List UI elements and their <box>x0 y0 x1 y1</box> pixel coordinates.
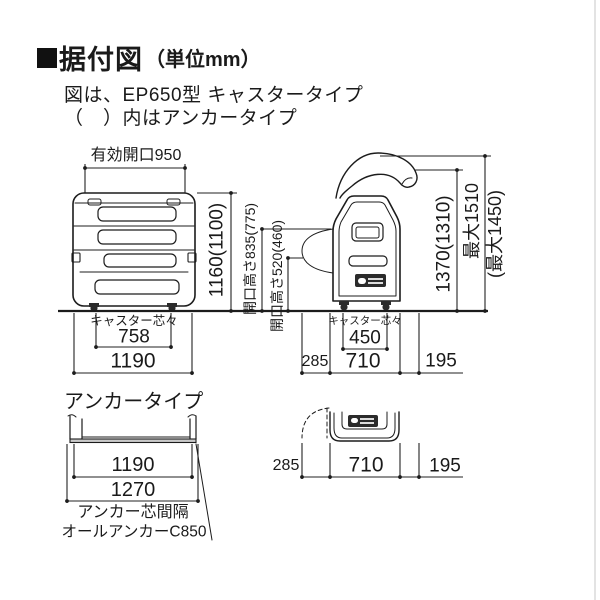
brand-badge <box>355 274 386 287</box>
anchor-dim-front-clearance: 285 <box>272 457 300 474</box>
anchor-front-dimensions <box>66 444 199 503</box>
anchor-dim-width-inner: 1190 <box>111 454 155 476</box>
anchor-side-ticks <box>300 475 421 479</box>
dim-overall-height: 1160(1100) <box>206 202 228 298</box>
dimension-lines-caster <box>73 155 491 375</box>
anchor-dim-rear-clearance: 195 <box>429 455 461 477</box>
anchor-note-line1: アンカー芯間隔 <box>77 504 189 521</box>
side-view-casters <box>339 301 391 311</box>
dim-caster-pitch-front: 758 <box>118 326 150 348</box>
anchor-side-brand-badge <box>348 415 378 427</box>
caption-line1: 図は、EP650型 キャスタータイプ <box>64 85 364 106</box>
anchor-note-line2: オールアンカーC850 <box>61 523 207 541</box>
dim-caster-pitch-label-front: キャスター芯々 <box>90 313 178 328</box>
dimension-ticks-caster <box>72 154 487 375</box>
dim-overall-width: 1190 <box>110 349 156 373</box>
anchor-front-view <box>67 414 213 541</box>
title-square-icon <box>37 47 57 68</box>
page-title-text: 据付図 <box>59 45 143 75</box>
anchor-type-label: アンカータイプ <box>64 391 204 413</box>
dim-max-height-anchor: (最大1450) <box>485 189 505 279</box>
dim-caster-pitch-side: 450 <box>349 327 381 349</box>
dim-opening-height-lower: 開口高さ520(460) <box>269 219 285 333</box>
page-edge-line <box>594 0 596 600</box>
caption-line2: （ ）内はアンカータイプ <box>64 108 298 129</box>
dim-caster-pitch-label-side: キャスター芯々 <box>328 314 402 327</box>
front-view-drawing <box>71 192 197 307</box>
anchor-side-view <box>301 407 400 442</box>
anchor-dim-width-outer: 1270 <box>110 479 156 501</box>
dim-max-height: 最大1510 <box>462 182 482 260</box>
front-view-casters <box>89 303 177 312</box>
dim-front-clearance: 285 <box>301 353 329 370</box>
anchor-dim-depth: 710 <box>348 453 384 477</box>
dim-open-lid-height: 1370(1310) <box>433 195 455 293</box>
unit-note: （単位mm） <box>145 49 261 71</box>
dim-rear-clearance: 195 <box>425 350 457 372</box>
page-title: 据付図 （単位mm） <box>37 38 261 77</box>
dim-opening-height-upper: 開口高さ835(775) <box>242 202 258 316</box>
dim-depth: 710 <box>345 349 381 373</box>
anchor-front-ticks <box>65 475 200 503</box>
dim-effective-opening: 有効開口950 <box>90 147 182 164</box>
anchor-side-dimensions <box>301 443 463 479</box>
